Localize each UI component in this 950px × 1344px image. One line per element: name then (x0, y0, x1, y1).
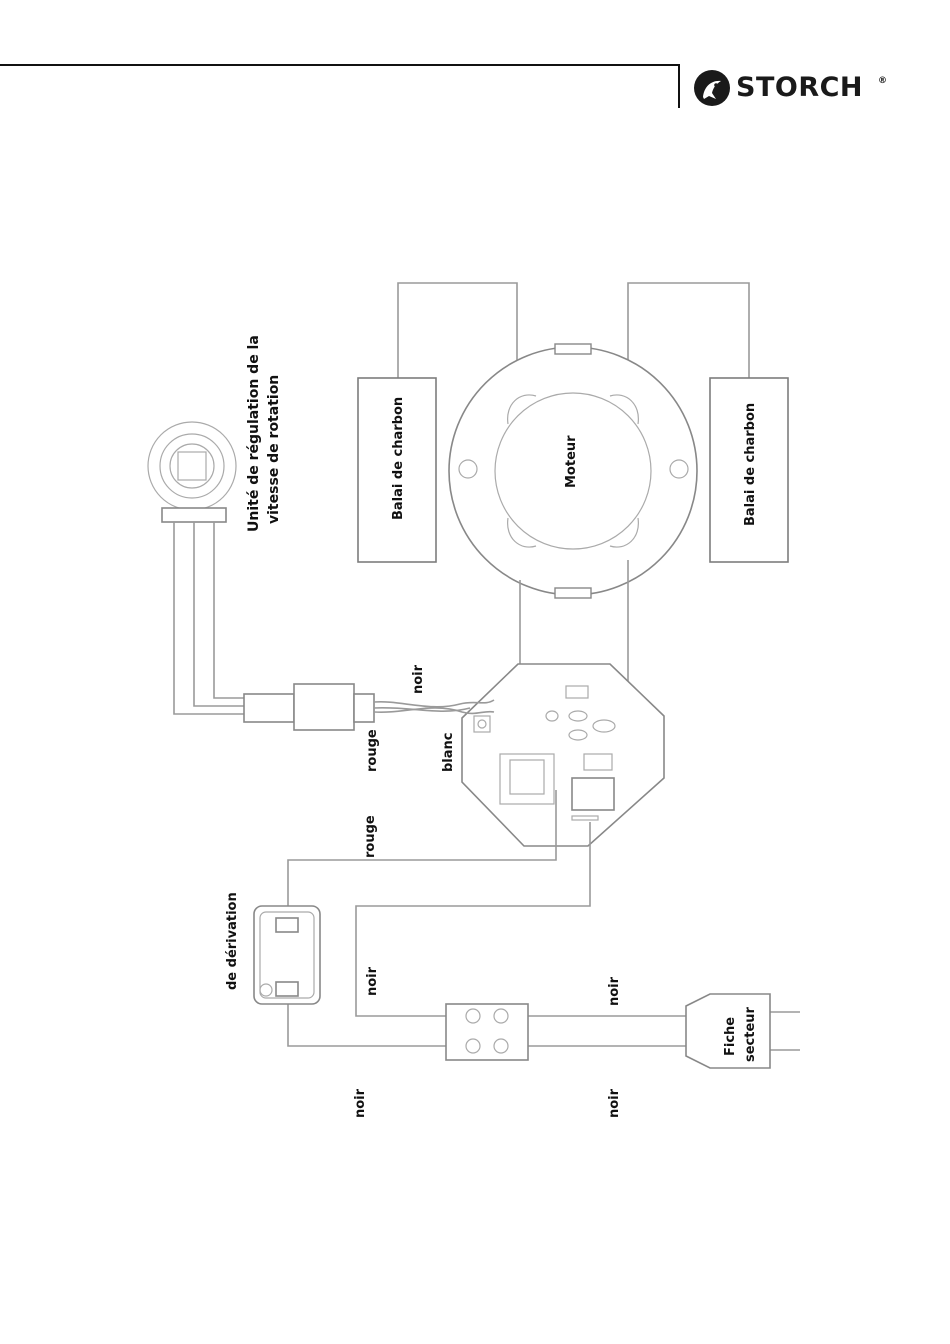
speed-unit-label-2: vitesse de rotation (266, 375, 282, 524)
wire-label-rouge-mid: rouge (363, 815, 378, 858)
wire-label-rouge-top: rouge (365, 729, 380, 772)
speed-unit-leads (174, 522, 244, 714)
wire-label-noir-bottom-right: noir (607, 1088, 622, 1118)
wire-label-noir-top: noir (411, 664, 426, 694)
speed-control-unit (148, 422, 236, 522)
control-board (462, 664, 664, 846)
terminal-block (446, 1004, 528, 1060)
wire-label-noir-plug: noir (607, 976, 622, 1006)
motor-label: Moteur (564, 435, 579, 488)
derivation-label: de dérivation (225, 892, 240, 990)
carbon-brush-left-label: Balai de charbon (391, 397, 406, 520)
wire-label-blanc: blanc (441, 733, 456, 773)
wire-label-noir-bottom-left: noir (353, 1088, 368, 1118)
wire-label-noir-mid: noir (365, 966, 380, 996)
plug-label-1: Fiche (723, 1017, 738, 1056)
inline-connector (244, 684, 374, 730)
speed-unit-label-1: Unité de régulation de la (246, 335, 262, 532)
carbon-brush-right-label: Balai de charbon (743, 403, 758, 526)
derivation-box (254, 906, 320, 1004)
plug-label-2: secteur (743, 1006, 758, 1062)
